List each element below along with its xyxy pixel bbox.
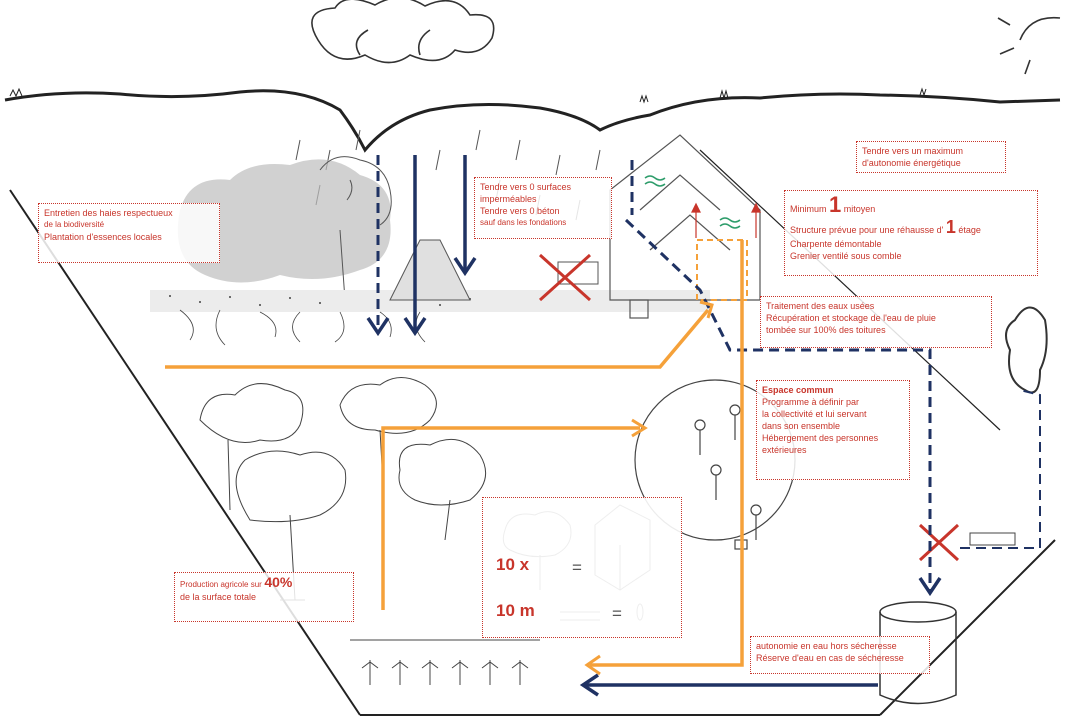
note-water-treatment-line2: Récupération et stockage de l'eau de plu… xyxy=(766,313,936,323)
note-structure-min-suffix: mitoyen xyxy=(843,204,876,214)
note-common-space-line2: Programme à définir par xyxy=(762,397,860,407)
note-surfaces-line1: Tendre vers 0 surfaces xyxy=(480,182,572,192)
note-common-space-line4: dans son ensemble xyxy=(762,421,841,431)
orchard-trees xyxy=(199,377,487,601)
crossed-car-icon xyxy=(538,253,599,302)
note-structure-raise: Structure prévue pour une réhausse d' 1 … xyxy=(790,216,1032,238)
note-water-autonomy-line2: Réserve d'eau en cas de sécheresse xyxy=(756,653,904,663)
note-water-treatment-line3: tombée sur 100% des toitures xyxy=(766,325,886,335)
navy-solid-flows xyxy=(413,155,878,687)
water-tank-icon xyxy=(879,601,957,705)
note-common-space-line5: Hébergement des personnes xyxy=(762,433,879,443)
roots xyxy=(179,309,426,346)
note-energy-line1: Tendre vers un maximum xyxy=(862,146,964,156)
note-structure-raise-prefix: Structure prévue pour une réhausse d' xyxy=(790,225,944,235)
equivalence-row2-equals: = xyxy=(612,604,622,623)
navy-water-flows xyxy=(376,155,1041,590)
note-agri-value: 40% xyxy=(264,574,293,590)
sun-icon xyxy=(997,16,1061,75)
hedge-tree xyxy=(319,156,392,301)
house-heat-arrows xyxy=(691,202,761,238)
note-structure-raise-suffix: étage xyxy=(958,225,981,235)
pond-sketch xyxy=(1005,306,1048,394)
crop-rows xyxy=(350,639,540,685)
note-hedges-line3: Plantation d'essences locales xyxy=(44,232,162,242)
drain-grate xyxy=(969,532,1016,546)
note-hedges-line2: de la biodiversité xyxy=(44,220,105,229)
note-common-space-line1: Espace commun xyxy=(762,385,834,395)
equivalence-row2-label: 10 m xyxy=(496,601,535,620)
orange-flows xyxy=(165,240,744,676)
people-icons xyxy=(694,404,762,550)
note-structure-line4: Grenier ventilé sous comble xyxy=(790,251,902,261)
note-surfaces-line4: sauf dans les fondations xyxy=(480,218,567,227)
note-water-treatment: Traitement des eaux usées Récupération e… xyxy=(760,296,992,348)
note-structure-line3: Charpente démontable xyxy=(790,239,882,249)
equivalence-box xyxy=(482,497,682,638)
topsoil-band xyxy=(150,290,710,312)
cloud-icon xyxy=(311,0,495,64)
note-hedges: Entretien des haies respectueux de la bi… xyxy=(38,203,220,263)
note-hedges-line1: Entretien des haies respectueux xyxy=(44,208,173,218)
equivalence-row1-label: 10 x xyxy=(496,555,530,574)
note-structure-min-prefix: Minimum xyxy=(790,204,827,214)
note-structure-min-number: 1 xyxy=(829,192,842,217)
gravel-pile xyxy=(389,239,471,301)
note-agri-line1: Production agricole sur 40% xyxy=(180,574,348,591)
note-water-autonomy-line1: autonomie en eau hors sécheresse xyxy=(756,641,897,651)
hedge-cloud xyxy=(177,159,391,283)
note-agri-prefix: Production agricole sur xyxy=(180,580,262,589)
house-water-tank xyxy=(696,239,748,301)
ground-surface-line xyxy=(4,89,1061,153)
note-common-space-line3: la collectivité et lui servant xyxy=(762,409,867,419)
note-structure: Minimum 1 mitoyen Structure prévue pour … xyxy=(784,190,1038,276)
note-common-space-line6: extérieures xyxy=(762,445,807,455)
note-surfaces-line2: imperméables xyxy=(480,194,537,204)
note-agri: Production agricole sur 40% de la surfac… xyxy=(174,572,354,622)
note-common-space: Espace commun Programme à définir par la… xyxy=(756,380,910,480)
note-structure-min: Minimum 1 mitoyen xyxy=(790,194,1032,216)
note-surfaces-line3: Tendre vers 0 béton xyxy=(480,206,560,216)
equivalence-row1-equals: = xyxy=(572,558,582,577)
note-structure-raise-number: 1 xyxy=(945,217,956,237)
note-energy-line2: d'autonomie énergétique xyxy=(862,158,961,168)
section-outline xyxy=(9,149,1056,716)
note-surfaces: Tendre vers 0 surfaces imperméables Tend… xyxy=(474,177,612,239)
note-agri-line2: de la surface totale xyxy=(180,592,257,602)
note-water-autonomy: autonomie en eau hors sécheresse Réserve… xyxy=(750,636,930,674)
solar-panel-icon xyxy=(644,175,741,229)
navy-arrowheads xyxy=(366,257,942,697)
note-energy: Tendre vers un maximum d'autonomie énerg… xyxy=(856,141,1006,173)
note-water-treatment-line1: Traitement des eaux usées xyxy=(766,301,875,311)
crossed-drain-icon xyxy=(918,523,960,562)
